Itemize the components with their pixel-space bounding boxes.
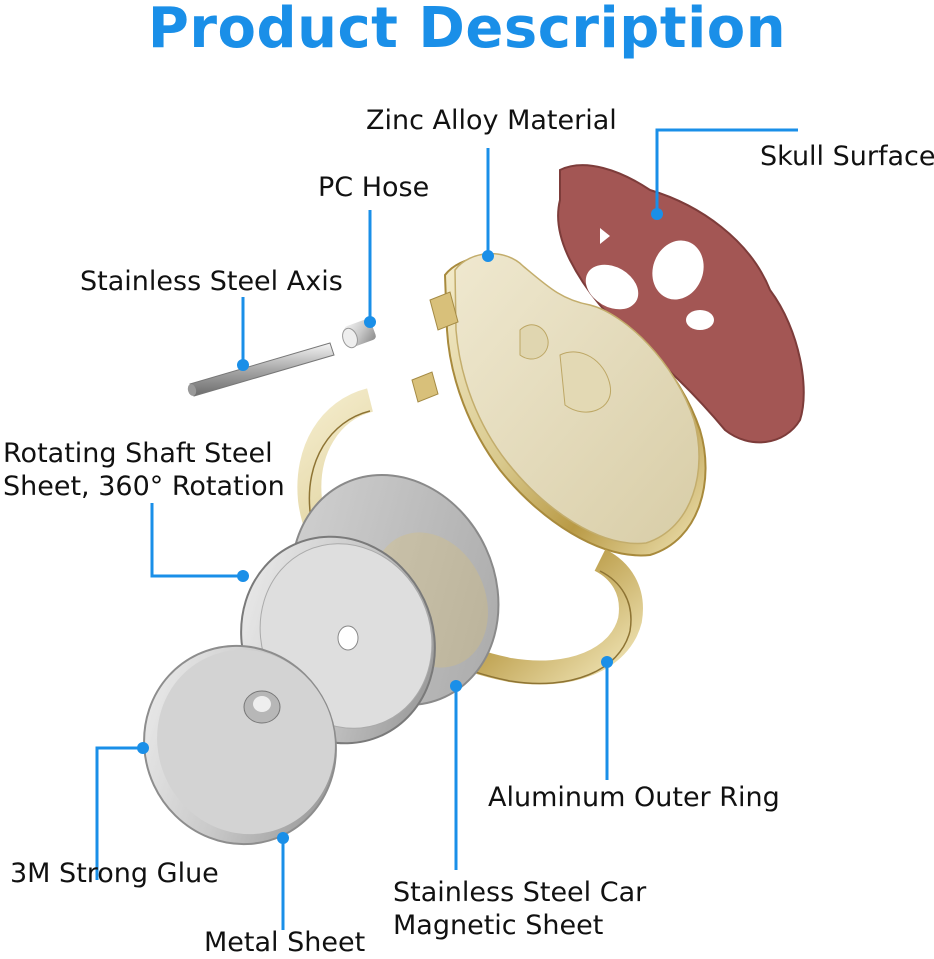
- label-stainless-axis: Stainless Steel Axis: [80, 266, 343, 297]
- zinc-alloy-body-part: [411, 253, 707, 557]
- page-title: Product Description: [147, 0, 787, 61]
- callout-dots: [137, 208, 663, 844]
- label-magnetic-line2: Magnetic Sheet: [393, 910, 604, 941]
- label-rotating-shaft-line1: Rotating Shaft Steel: [3, 438, 273, 469]
- label-skull-surface: Skull Surface: [760, 141, 934, 172]
- label-magnetic-line1: Stainless Steel Car: [393, 877, 647, 908]
- label-zinc-alloy: Zinc Alloy Material: [366, 105, 617, 136]
- metal-sheet-part: [143, 644, 337, 846]
- label-rotating-shaft-line2: Sheet, 360° Rotation: [3, 471, 285, 502]
- skull-surface-part: [557, 164, 805, 444]
- label-glue: 3M Strong Glue: [10, 858, 219, 889]
- label-pc-hose: PC Hose: [318, 172, 430, 203]
- label-aluminum-ring: Aluminum Outer Ring: [488, 782, 780, 813]
- callout-lines: [95, 128, 798, 930]
- label-metal-sheet: Metal Sheet: [204, 927, 366, 958]
- label-rotating-shaft: Rotating Shaft Steel Sheet, 360° Rotatio…: [3, 437, 285, 503]
- stainless-steel-axis-part: [187, 342, 335, 397]
- label-magnetic-sheet: Stainless Steel Car Magnetic Sheet: [393, 876, 646, 942]
